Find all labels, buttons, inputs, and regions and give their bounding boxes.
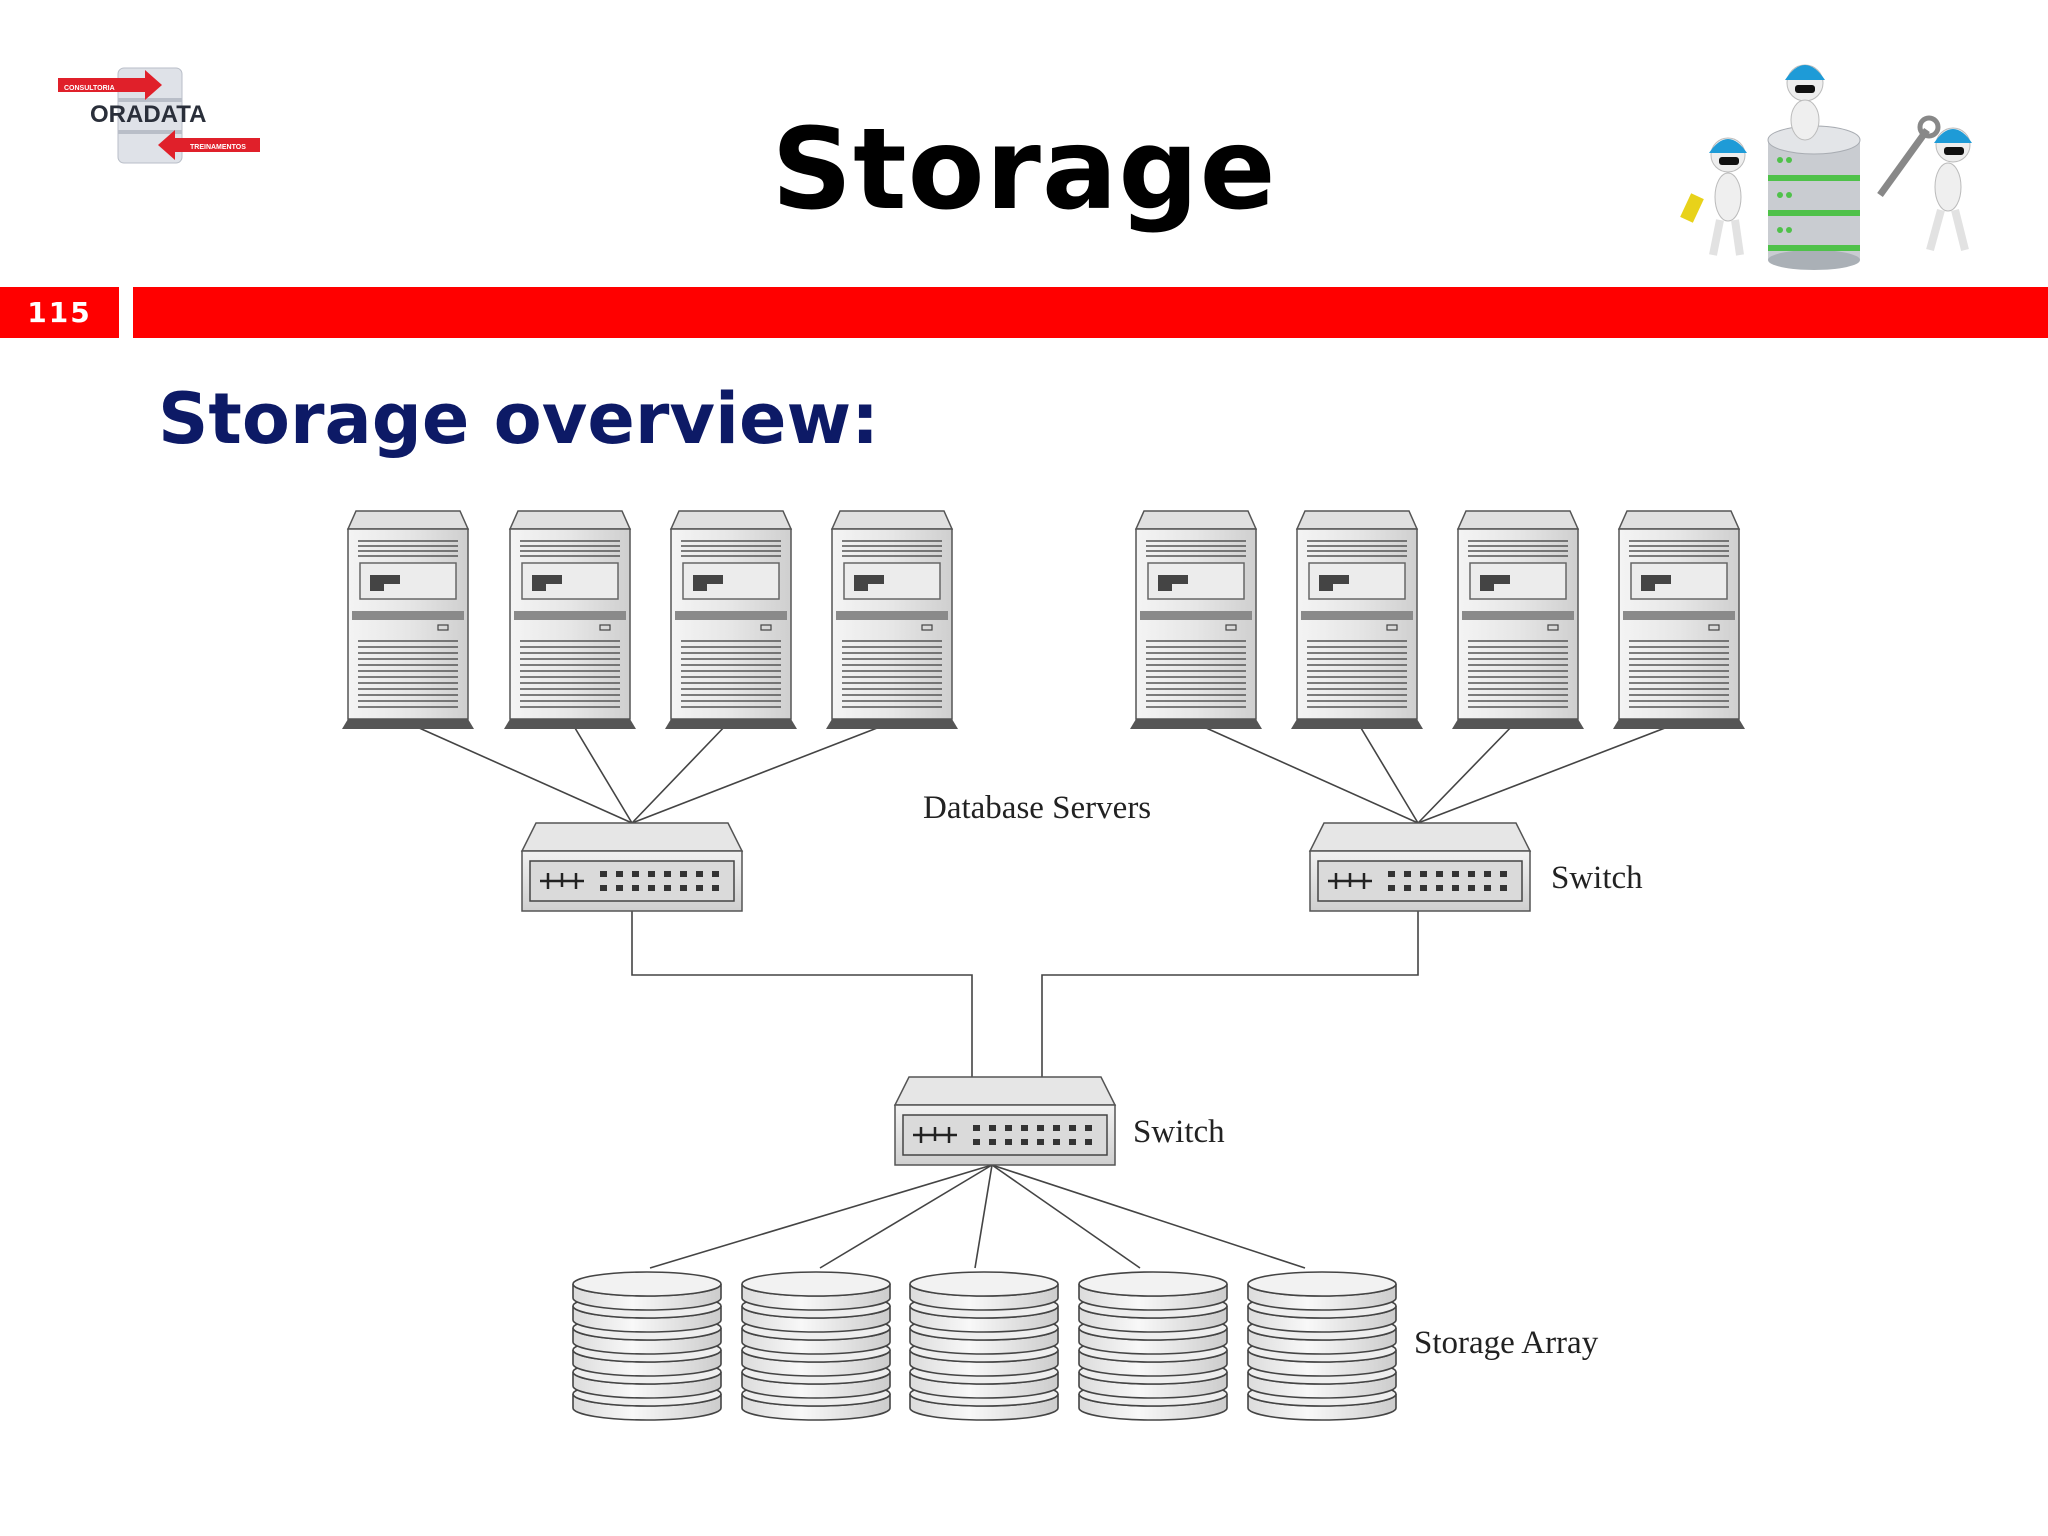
database-server-4 — [825, 510, 959, 730]
logo-name: ORADATA — [90, 101, 206, 128]
oradata-logo: CONSULTORIA TREINAMENTOS ORADATA — [58, 67, 260, 164]
disk-stack-3 — [909, 1271, 1059, 1421]
label-switch-right: Switch — [1551, 860, 1643, 896]
disk-stack-1 — [572, 1271, 722, 1421]
disk-stack-5 — [1247, 1271, 1397, 1421]
logo-top-tag: CONSULTORIA — [64, 85, 115, 92]
workers-database-icon — [1680, 64, 1972, 270]
switch-left — [520, 821, 744, 913]
slide-title: Storage — [771, 105, 1277, 235]
database-server-1 — [341, 510, 475, 730]
title-divider-bar — [133, 287, 2048, 338]
database-server-6 — [1290, 510, 1424, 730]
database-server-2 — [503, 510, 637, 730]
database-server-3 — [664, 510, 798, 730]
disk-stack-2 — [741, 1271, 891, 1421]
connection-lines — [407, 722, 1679, 1269]
label-database-servers: Database Servers — [923, 790, 1152, 826]
switch-right — [1308, 821, 1532, 913]
database-server-5 — [1129, 510, 1263, 730]
slide-number: 115 — [0, 287, 119, 338]
logo-bottom-tag: TREINAMENTOS — [190, 144, 246, 151]
database-server-8 — [1612, 510, 1746, 730]
label-switch-center: Switch — [1133, 1114, 1225, 1150]
slide-subtitle: Storage overview: — [158, 378, 880, 460]
label-storage-array: Storage Array — [1414, 1325, 1599, 1361]
database-server-7 — [1451, 510, 1585, 730]
disk-stack-4 — [1078, 1271, 1228, 1421]
switch-center — [893, 1075, 1117, 1167]
